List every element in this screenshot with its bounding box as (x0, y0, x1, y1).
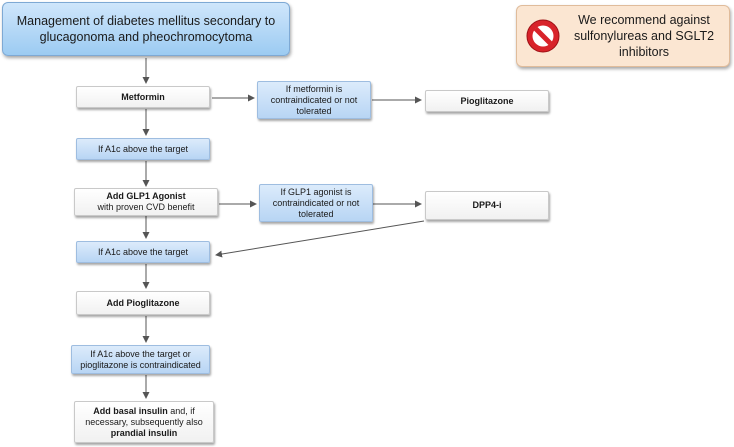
a1c-check-3-box: If A1c above the target or pioglitazone … (71, 345, 210, 374)
pioglitazone-alt-box: Pioglitazone (425, 90, 549, 112)
add-pioglitazone-label: Add Pioglitazone (106, 297, 180, 308)
arrow-dpp4-to-a1c2 (215, 220, 425, 258)
dpp4-label: DPP4-i (472, 200, 502, 210)
insulin-label-bold-1: Add basal insulin (93, 405, 168, 416)
glp1-box: Add GLP1 Agonist with proven CVD benefit (74, 188, 218, 216)
glp1-contraindicated-box: If GLP1 agonist is contraindicated or no… (259, 184, 373, 222)
glp1-label-bold: Add GLP1 Agonist (106, 191, 186, 201)
a1c-check-3-label: If A1c above the target or pioglitazone … (80, 348, 201, 370)
add-pioglitazone-box: Add Pioglitazone (76, 291, 210, 315)
metformin-label: Metformin (121, 91, 165, 102)
a1c-check-2-label: If A1c above the target (97, 246, 189, 257)
glp1-contraindicated-label: If GLP1 agonist is contraindicated or no… (272, 186, 360, 219)
a1c-check-1-label: If A1c above the target (97, 143, 189, 154)
a1c-check-2-box: If A1c above the target (76, 241, 210, 263)
warning-text: We recommend against sulfonylureas and S… (573, 13, 715, 59)
metformin-contraindicated-label: If metformin is contraindicated or not t… (270, 83, 358, 116)
pioglitazone-alt-label: Pioglitazone (460, 95, 514, 106)
dpp4-box: DPP4-i (425, 191, 549, 220)
insulin-label: Add basal insulin and, if necessary, sub… (78, 406, 210, 439)
insulin-box: Add basal insulin and, if necessary, sub… (74, 401, 214, 443)
metformin-contraindicated-box: If metformin is contraindicated or not t… (257, 81, 371, 119)
insulin-label-mid: and, if necessary, subsequently also (85, 405, 203, 427)
metformin-box: Metformin (76, 86, 210, 108)
no-entry-icon (526, 19, 560, 53)
page-title: Management of diabetes mellitus secondar… (16, 14, 276, 44)
title-box: Management of diabetes mellitus secondar… (2, 2, 290, 56)
glp1-label-rest: with proven CVD benefit (97, 202, 195, 212)
warning-box: We recommend against sulfonylureas and S… (516, 5, 730, 67)
a1c-check-1-box: If A1c above the target (76, 138, 210, 160)
insulin-label-bold-2: prandial insulin (110, 427, 178, 438)
